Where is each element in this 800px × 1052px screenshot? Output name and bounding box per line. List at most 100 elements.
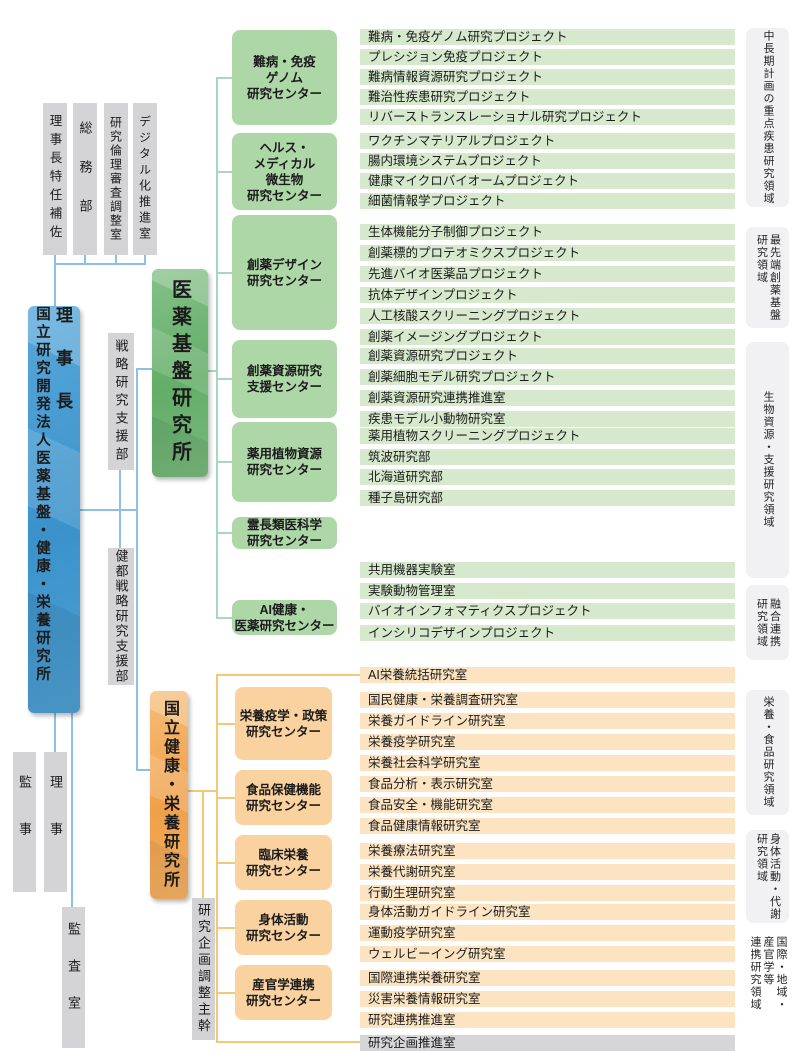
- dept-label: 戦略研究支援部: [113, 338, 129, 465]
- project-row: 栄養療法研究室: [360, 843, 735, 859]
- dept-label: デジタル化推進室: [137, 115, 152, 243]
- connector-line: [54, 263, 56, 306]
- nihn-institute-name: 国立健康・栄養研究所: [161, 700, 178, 890]
- project-row: ウェルビーイング研究室: [360, 946, 735, 962]
- connector-line: [216, 674, 218, 1043]
- project-row: 身体活動ガイドライン研究室: [360, 904, 735, 920]
- research-center-box: ヘルス・ メディカル 微生物 研究センター: [232, 133, 337, 210]
- dept-label: 健都戦略研究支援部: [113, 549, 129, 684]
- connector-line: [207, 370, 217, 372]
- project-row: 北海道研究部: [360, 469, 735, 485]
- domain-text: 中長期計画の重点疾患研究領域: [762, 30, 774, 205]
- project-row: AI栄養統括研究室: [360, 667, 735, 683]
- project-row: 人工核酸スクリーニングプロジェクト: [360, 308, 735, 324]
- project-row: 健康マイクロバイオームプロジェクト: [360, 173, 735, 189]
- project-row: 創薬標的プロテオミクスプロジェクト: [360, 245, 735, 261]
- research-center-box: 食品保健機能 研究センター: [235, 770, 332, 825]
- project-row: バイオインフォマティクスプロジェクト: [360, 603, 735, 619]
- domain-label-international-collaboration: 国際・地域・ 産官学等 連携研究領域: [746, 927, 789, 1020]
- project-row: 国際連携栄養研究室: [360, 970, 735, 986]
- connector-line: [71, 713, 73, 907]
- project-row: プレシジョン免疫プロジェクト: [360, 49, 735, 65]
- connector-line: [119, 470, 121, 548]
- research-center-box: 霊長類医科学 研究センター: [232, 517, 337, 549]
- project-row: 創薬資源研究プロジェクト: [360, 348, 735, 364]
- connector-line: [216, 617, 232, 619]
- corporation-name: 国立研究開発法人医薬基盤・健康・栄養研究所: [34, 306, 50, 684]
- domain-text: 国際・地域・ 産官学等 連携研究領域: [749, 936, 787, 1011]
- domain-text: 融合連携 研究領域: [755, 597, 781, 648]
- nibn-institute-box: 医薬基盤研究所: [152, 269, 208, 477]
- project-row: 難病・免疫ゲノム研究プロジェクト: [360, 29, 735, 45]
- domain-label-advanced-drug-discovery: 最先端創薬基盤 研究領域: [746, 227, 789, 328]
- project-row: 食品分析・表示研究室: [360, 776, 735, 792]
- project-row: 腸内環境システムプロジェクト: [360, 153, 735, 169]
- nibn-institute-name: 医薬基盤研究所: [168, 278, 191, 468]
- connector-line: [136, 769, 150, 771]
- research-center-box: 身体活動 研究センター: [235, 900, 332, 955]
- domain-text: 生物資源・支援研究領域: [762, 391, 774, 529]
- connector-line: [136, 368, 138, 770]
- domain-label-fusion-collaboration: 融合連携 研究領域: [746, 585, 789, 660]
- project-row: 薬用植物スクリーニングプロジェクト: [360, 428, 735, 444]
- domain-label-bioresource-support: 生物資源・支援研究領域: [746, 342, 789, 578]
- connector-line: [144, 255, 146, 264]
- research-center-box: AI健康・ 医薬研究センター: [232, 600, 337, 635]
- director-box: 理事: [44, 752, 67, 892]
- project-row: 災害栄養情報研究室: [360, 991, 735, 1007]
- project-row: 食品健康情報研究室: [360, 818, 735, 834]
- project-row: 国民健康・栄養調査研究室: [360, 692, 735, 708]
- project-row: 創薬細胞モデル研究プロジェクト: [360, 369, 735, 385]
- project-row: 難病情報資源研究プロジェクト: [360, 69, 735, 85]
- project-row: インシリコデザインプロジェクト: [360, 625, 735, 641]
- connector-line: [136, 368, 152, 370]
- project-row: 抗体デザインプロジェクト: [360, 287, 735, 303]
- connector-line: [216, 272, 232, 274]
- domain-text: 身体活動・代謝 研究領域: [755, 832, 781, 921]
- connector-line: [202, 790, 204, 898]
- project-row: 栄養代謝研究室: [360, 864, 735, 880]
- domain-label-nutrition-food: 栄養・食品研究領域: [746, 690, 789, 815]
- domain-label-priority-disease: 中長期計画の重点疾患研究領域: [746, 28, 789, 207]
- domain-text: 最先端創薬基盤 研究領域: [755, 233, 781, 322]
- project-row: 行動生理研究室: [360, 885, 735, 901]
- connector-line: [216, 797, 235, 799]
- project-row: 実験動物管理室: [360, 583, 735, 599]
- auditor-box: 監事: [13, 752, 36, 892]
- coordinator-box: 研究企画調整主幹: [192, 898, 215, 1040]
- research-center-box: 創薬デザイン 研究センター: [232, 215, 337, 330]
- dept-box-president-advisor: 理事長特任補佐: [43, 103, 67, 255]
- project-row: 食品安全・機能研究室: [360, 797, 735, 813]
- domain-label-physical-activity-metabolism: 身体活動・代謝 研究領域: [746, 830, 789, 923]
- connector-line: [216, 461, 232, 463]
- research-center-box: 薬用植物資源 研究センター: [232, 422, 337, 502]
- project-row: 栄養社会科学研究室: [360, 755, 735, 771]
- project-row: 生体機能分子制御プロジェクト: [360, 224, 735, 240]
- project-row: 共用機器実験室: [360, 562, 735, 578]
- nihn-institute-box: 国立健康・栄養研究所: [150, 691, 188, 899]
- corporation-box: 国立研究開発法人医薬基盤・健康・栄養研究所 理事長: [28, 306, 80, 713]
- research-center-box: 難病・免疫 ゲノム 研究センター: [232, 30, 337, 125]
- project-row: 研究企画推進室: [360, 1035, 735, 1051]
- connector-line: [115, 255, 117, 264]
- research-center-box: 産官学連携 研究センター: [235, 965, 332, 1020]
- connector-line: [84, 255, 86, 264]
- project-row: 栄養疫学研究室: [360, 734, 735, 750]
- connector-line: [54, 255, 56, 264]
- research-center-box: 臨床栄養 研究センター: [235, 835, 332, 890]
- project-row: 種子島研究部: [360, 489, 735, 506]
- project-row: 創薬資源研究連携推進室: [360, 390, 735, 406]
- connector-line: [216, 171, 232, 173]
- dept-box-kento-strategic-research-support: 健都戦略研究支援部: [108, 548, 134, 685]
- connector-line: [216, 674, 362, 676]
- audit-office-label: 監査室: [66, 922, 81, 1033]
- connector-line: [216, 77, 232, 79]
- connector-line: [216, 1041, 362, 1043]
- project-row: 運動疫学研究室: [360, 925, 735, 941]
- domain-text: 栄養・食品研究領域: [762, 696, 774, 809]
- project-row: 筑波研究部: [360, 448, 735, 465]
- connector-line: [54, 263, 146, 265]
- dept-label: 総務部: [77, 120, 93, 238]
- auditor-label: 監事: [17, 775, 32, 869]
